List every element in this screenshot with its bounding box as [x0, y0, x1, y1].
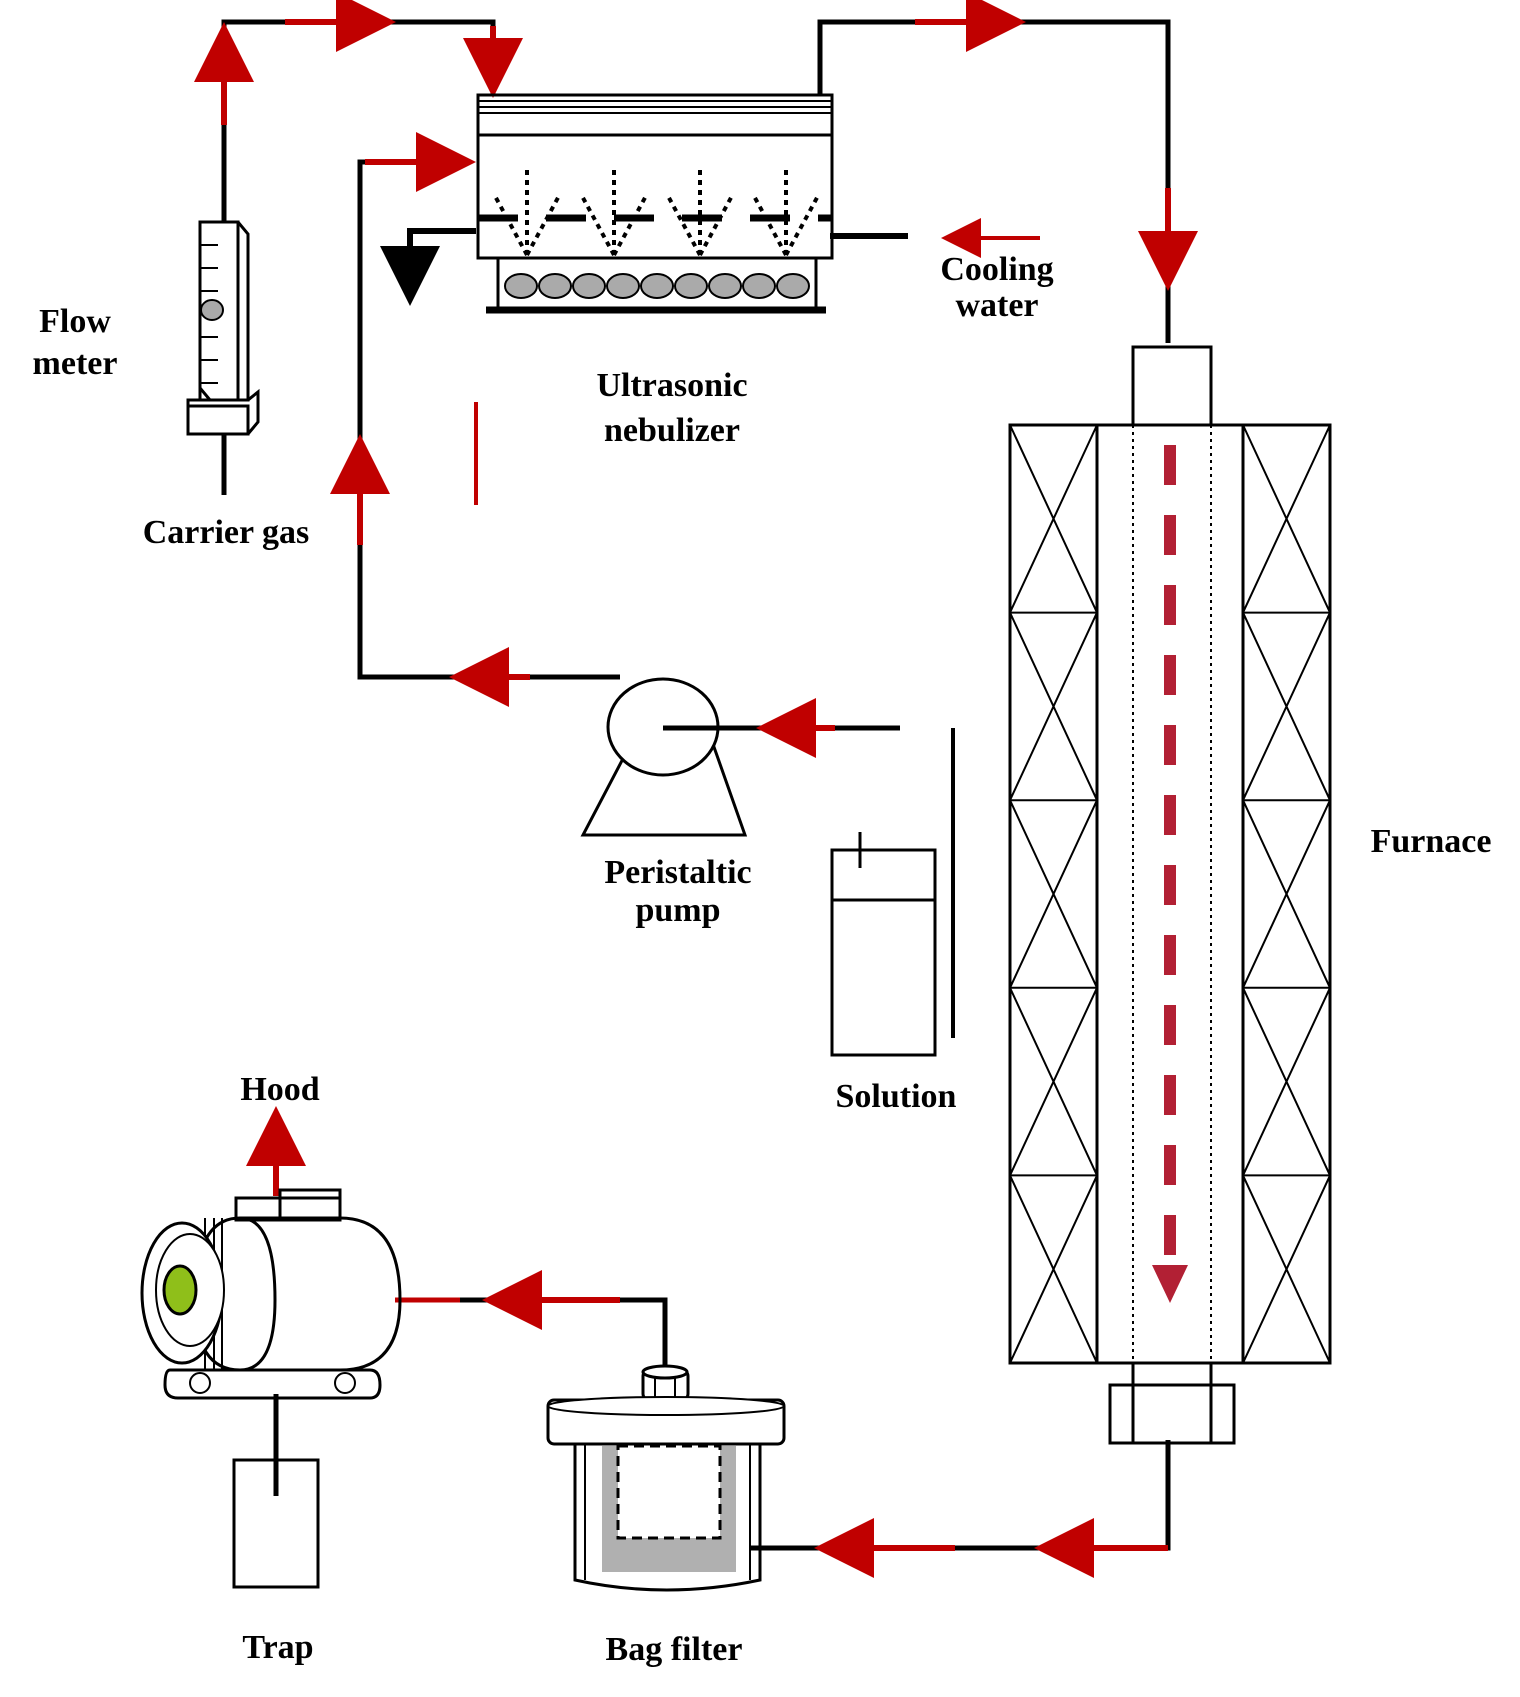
cooling-water-outlet — [380, 228, 476, 306]
filter-bag — [616, 1444, 722, 1540]
peristaltic-pump — [580, 677, 748, 837]
bag-filter — [546, 1364, 786, 1592]
solution-feed-pipe — [357, 159, 620, 680]
heater-coil-segment — [1009, 424, 1098, 614]
cooling-water-label-line2: water — [955, 287, 1038, 324]
solution-bottle — [830, 728, 955, 1057]
pump-window — [162, 1264, 198, 1316]
heater-coil-segment — [1242, 424, 1331, 614]
carrier-gas-label: Carrier gas — [143, 514, 309, 551]
flow-meter — [186, 220, 260, 436]
hood-label: Hood — [240, 1071, 319, 1108]
furnace-label: Furnace — [1371, 823, 1492, 860]
heater-coil-segment — [1009, 612, 1098, 801]
heating-elements — [1009, 424, 1331, 1364]
heater-coil-segment — [1242, 987, 1331, 1176]
flow-meter-label-line1: Flow — [39, 303, 111, 340]
flow-meter-label-line2: meter — [33, 345, 118, 382]
peristaltic-pump-label-line1: Peristaltic — [604, 854, 751, 891]
heater-coil-segment — [1242, 1174, 1331, 1364]
furnace-flow-arrow — [1152, 1265, 1188, 1303]
exhaust-pipe — [750, 1440, 1171, 1551]
ultrasonic-nebulizer — [476, 93, 834, 314]
solution-label: Solution — [836, 1078, 957, 1115]
heater-coil-segment — [1242, 612, 1331, 801]
peristaltic-pump-label-line2: pump — [635, 892, 720, 929]
vacuum-pump — [140, 1188, 402, 1400]
heater-coil-segment — [1242, 799, 1331, 989]
heater-coil-segment — [1009, 1174, 1098, 1364]
nebulizer-label-line1: Ultrasonic — [596, 367, 747, 404]
filtered-gas-pipe — [395, 1297, 668, 1370]
cooling-water-label-line1: Cooling — [940, 251, 1053, 288]
float-indicator — [200, 299, 224, 321]
bag-filter-label: Bag filter — [606, 1631, 743, 1668]
nebulizer-label-line2: nebulizer — [604, 412, 740, 449]
trap-vessel — [232, 1458, 320, 1589]
tube-furnace — [1008, 345, 1332, 1445]
piezo-transducers — [504, 273, 810, 299]
flow-arrows — [194, 0, 1198, 1578]
trap-label: Trap — [242, 1629, 313, 1666]
heater-coil-segment — [1009, 987, 1098, 1176]
heater-coil-segment — [1009, 799, 1098, 989]
